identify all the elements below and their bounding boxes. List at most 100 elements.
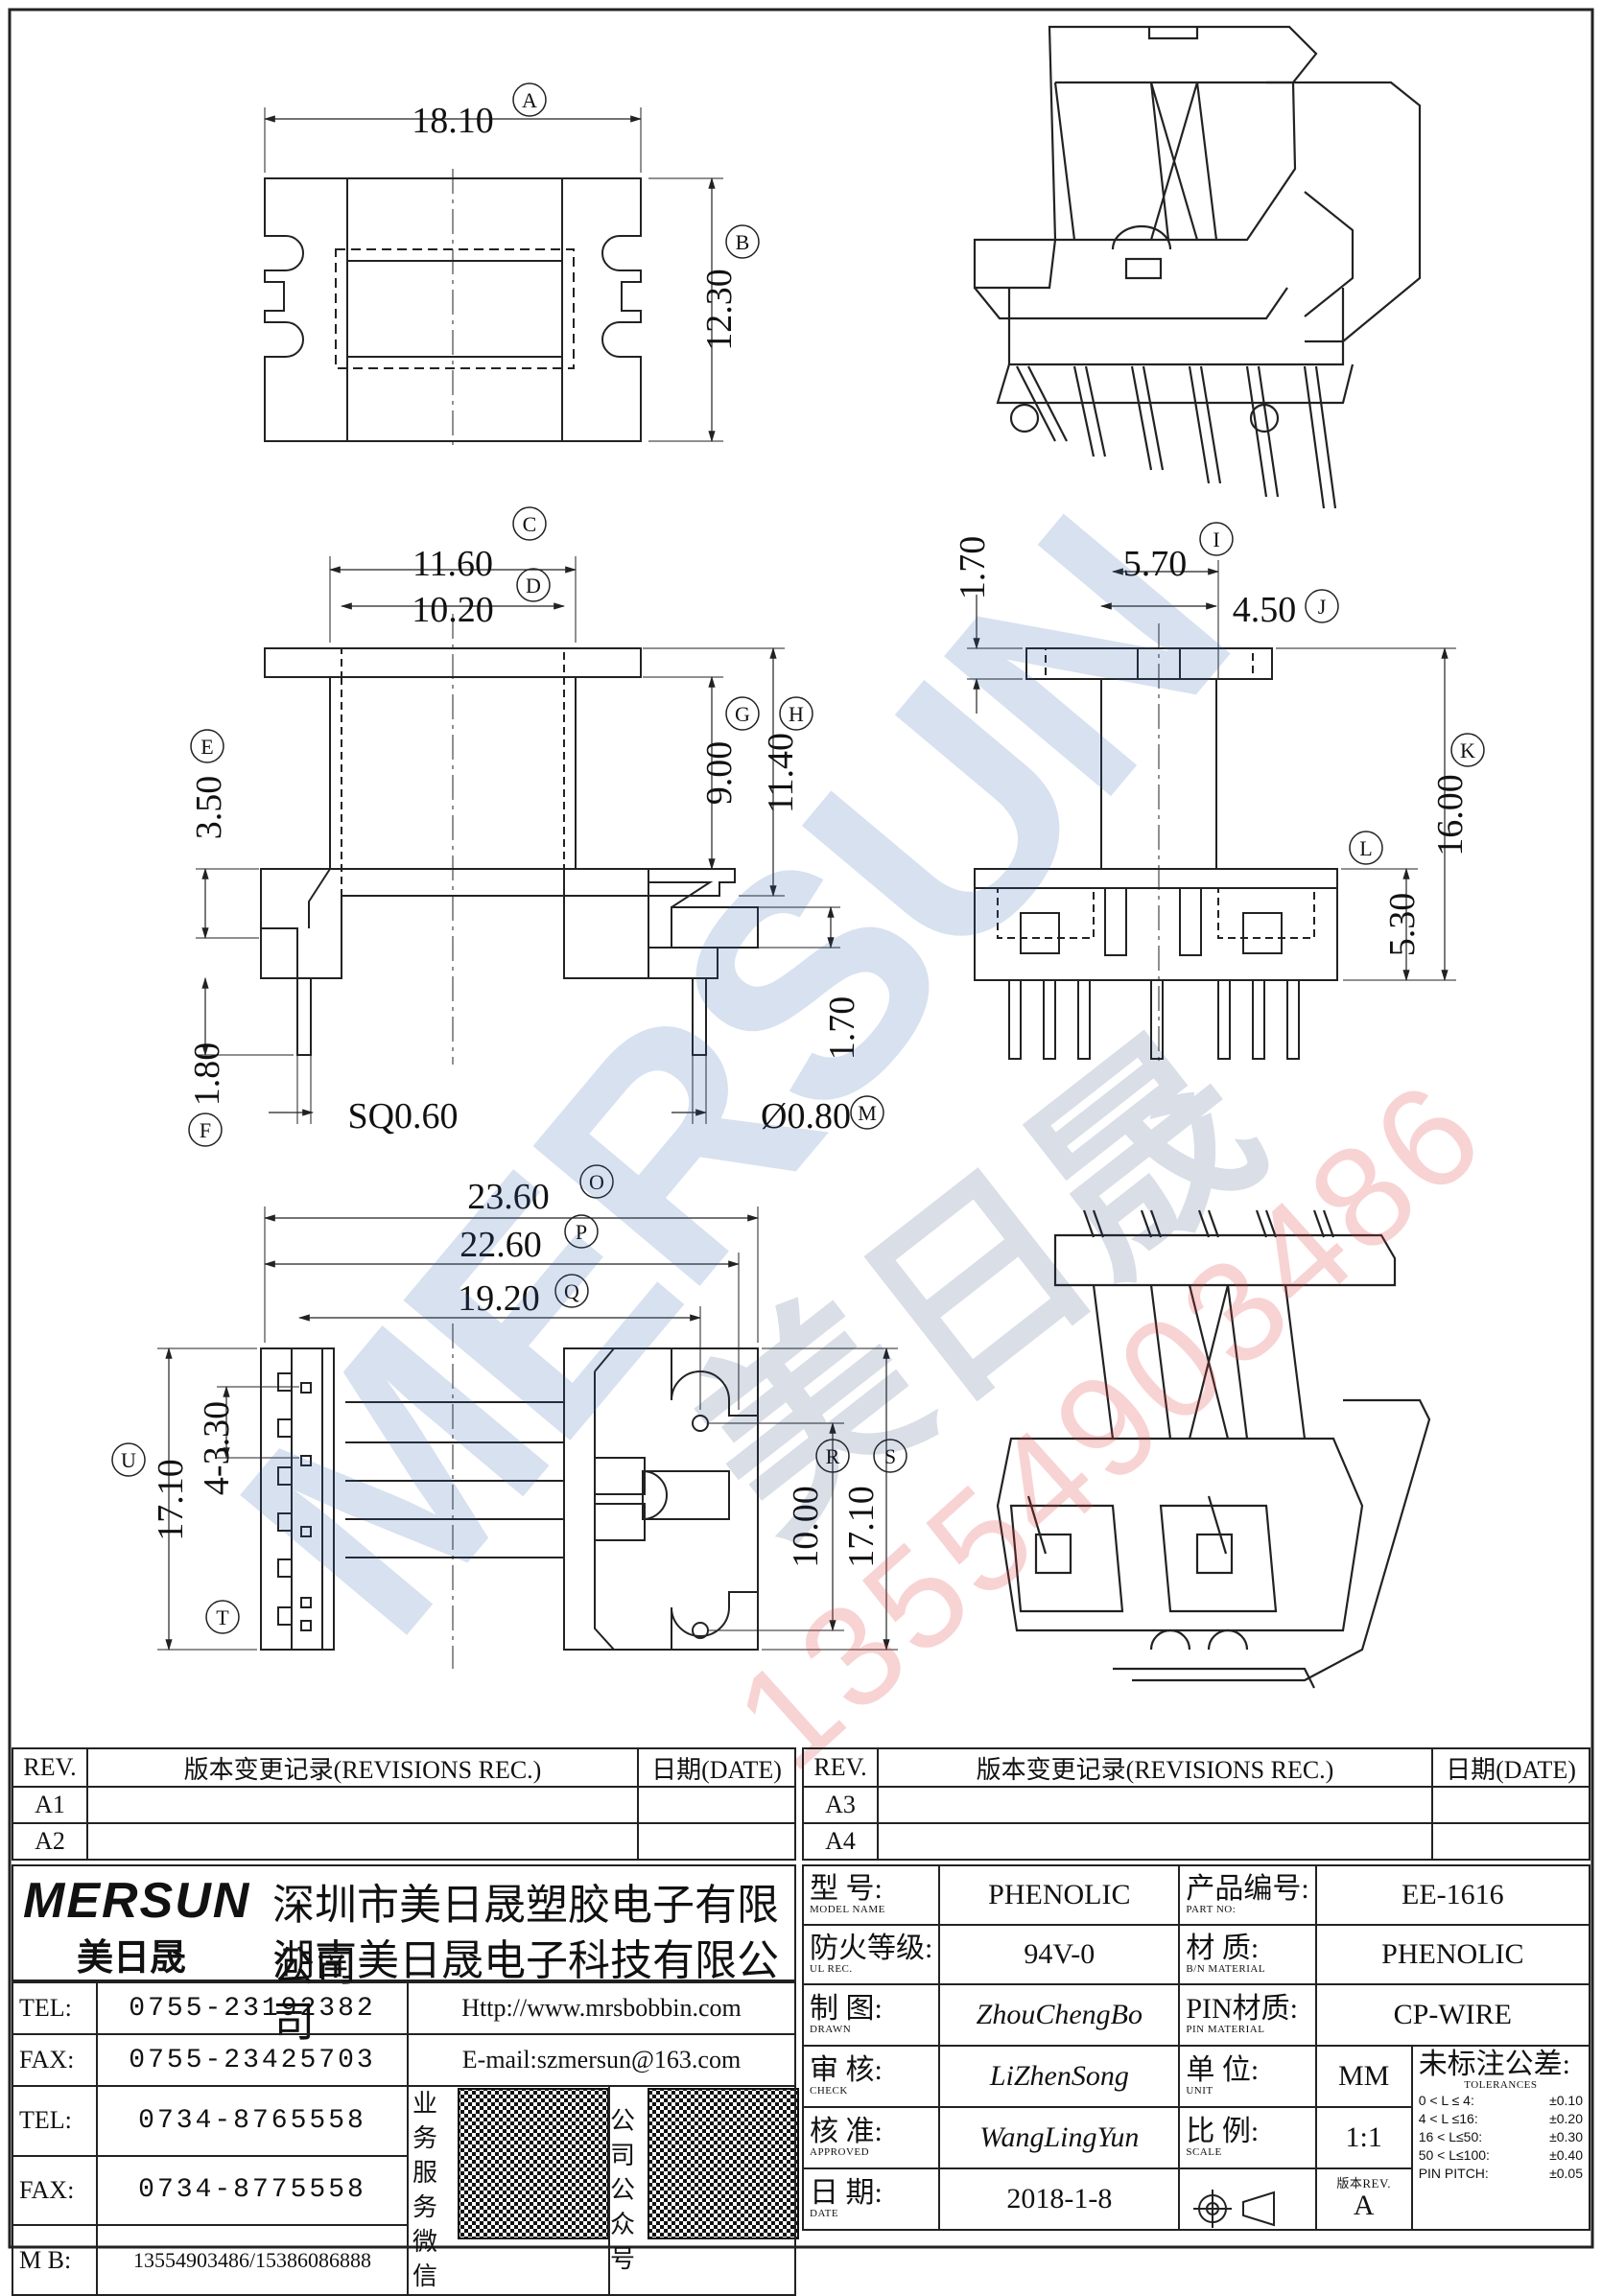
svg-text:J: J <box>1318 595 1327 619</box>
callout-i: I <box>1199 522 1234 556</box>
dimension-q: 19.20 <box>458 1278 540 1319</box>
part-label: 产品编号: <box>1186 1872 1309 1905</box>
rev-row: A3 <box>802 1786 879 1824</box>
svg-text:M: M <box>858 1101 877 1125</box>
dimension-d: 10.20 <box>412 590 494 630</box>
ul-value: 94V-0 <box>938 1924 1181 1985</box>
callout-b: B <box>725 224 760 259</box>
contact-table: TEL: 0755-23192382 Http://www.mrsbobbin.… <box>12 1981 796 2296</box>
svg-text:T: T <box>216 1605 229 1629</box>
svg-text:U: U <box>121 1448 136 1472</box>
website-link[interactable]: Http://www.mrsbobbin.com <box>407 1981 796 2035</box>
dimension-l: 5.30 <box>1382 893 1423 957</box>
callout-g: G <box>725 696 760 731</box>
callout-m: M <box>850 1095 884 1130</box>
callout-o: O <box>579 1164 614 1199</box>
company-block: MERSUN 美日晟 深圳市美日晟塑胶电子有限公司 湖南美日晟电子科技有限公司 <box>12 1864 796 2047</box>
tel-label: TEL: <box>12 2085 98 2157</box>
scale-label: 比 例: <box>1186 2115 1260 2147</box>
callout-k: K <box>1450 733 1485 767</box>
dimension-a: 18.10 <box>412 101 494 141</box>
dimension-t: 4-3.30 <box>197 1401 237 1495</box>
rev-record-header: 版本变更记录(REVISIONS REC.) <box>86 1747 639 1788</box>
drawn-by: ZhouChengBo <box>938 1983 1181 2047</box>
dimension-r: 10.00 <box>786 1486 826 1568</box>
dimension-h: 11.40 <box>761 733 801 813</box>
checked-by: LiZhenSong <box>938 2045 1181 2108</box>
callout-e: E <box>190 729 224 763</box>
rev-date-header: 日期(DATE) <box>637 1747 796 1788</box>
rev-record-header: 版本变更记录(REVISIONS REC.) <box>877 1747 1433 1788</box>
svg-text:S: S <box>884 1444 896 1468</box>
svg-text:A: A <box>522 88 537 112</box>
rev-row: A1 <box>12 1786 88 1824</box>
mobile-numbers: 13554903486/15386086888 <box>96 2224 409 2296</box>
isometric-view-top <box>973 25 1422 509</box>
dimension-m: Ø0.80 <box>761 1096 851 1136</box>
check-label: 审 核: <box>810 2053 883 2086</box>
rev-date-header: 日期(DATE) <box>1431 1747 1590 1788</box>
callout-f: F <box>188 1113 223 1147</box>
unit-label: 单 位: <box>1186 2053 1260 2086</box>
svg-text:L: L <box>1359 836 1372 860</box>
svg-text:G: G <box>735 702 750 726</box>
dimension-s: 17.10 <box>841 1486 882 1568</box>
callout-q: Q <box>554 1274 589 1308</box>
svg-text:C: C <box>523 512 537 536</box>
revision-table-left: REV. 版本变更记录(REVISIONS REC.) 日期(DATE) A1 … <box>12 1747 796 1861</box>
email-link[interactable]: E-mail:szmersun@163.com <box>407 2033 796 2087</box>
qr2-label: 公司公众号 <box>610 2107 636 2274</box>
dimension-b: 12.30 <box>699 269 740 351</box>
dimension-j-57: 5.70 <box>1123 544 1188 584</box>
svg-text:K: K <box>1460 738 1475 762</box>
part-no: EE-1616 <box>1314 1864 1591 1926</box>
svg-text:P: P <box>576 1220 587 1244</box>
callout-s: S <box>873 1439 907 1473</box>
bottom-view <box>260 1324 759 1669</box>
tolerance-row: 16 < L≤50:±0.30 <box>1418 2129 1583 2144</box>
callout-p: P <box>564 1214 599 1249</box>
dimension-g: 9.00 <box>699 741 740 806</box>
side-view <box>974 623 1338 1065</box>
pin-material-value: CP-WIRE <box>1314 1983 1591 2047</box>
callout-l: L <box>1349 831 1383 865</box>
drawn-label: 制 图: <box>810 1992 883 2025</box>
dimension-top-17: 1.70 <box>953 536 993 600</box>
company-logo: MERSUN <box>23 1873 251 1929</box>
material-label: 材 质: <box>1186 1932 1260 1964</box>
dimension-u: 17.10 <box>151 1459 191 1541</box>
unit-value: MM <box>1314 2045 1413 2108</box>
company-logo-cn: 美日晟 <box>77 1936 187 1979</box>
rev-header: REV. <box>12 1747 88 1788</box>
svg-text:H: H <box>789 702 804 726</box>
dimension-k: 16.00 <box>1430 774 1471 856</box>
mobile-label: M B: <box>12 2224 98 2296</box>
tel-2: 0734-8765558 <box>96 2085 409 2157</box>
fax-1: 0755-23425703 <box>96 2033 409 2087</box>
callout-j: J <box>1305 589 1339 623</box>
callout-h: H <box>779 696 813 731</box>
company-name-1: 深圳市美日晟塑胶电子有限公司 <box>272 1881 779 1991</box>
svg-text:F: F <box>200 1118 211 1142</box>
dimension-i: SQ0.60 <box>347 1096 458 1136</box>
tolerance-label: 未标注公差: <box>1418 2049 1571 2080</box>
fax-2: 0734-8775558 <box>96 2154 409 2227</box>
model-label: 型 号: <box>810 1872 883 1905</box>
dimension-p: 22.60 <box>459 1225 542 1265</box>
version-label: 版本REV. <box>1336 2175 1391 2191</box>
date-value: 2018-1-8 <box>938 2167 1181 2231</box>
svg-text:D: D <box>526 574 541 597</box>
model-value: PHENOLIC <box>938 1864 1181 1926</box>
qr1-label: 业务服务微信 <box>412 2090 437 2291</box>
top-view <box>264 169 642 451</box>
version-value: A <box>1353 2189 1375 2221</box>
ul-label: 防火等级: <box>810 1932 933 1964</box>
dimension-c: 11.60 <box>412 544 493 584</box>
date-label: 日 期: <box>810 2176 883 2209</box>
svg-text:R: R <box>826 1444 840 1468</box>
svg-text:O: O <box>589 1170 604 1194</box>
callout-a: A <box>512 82 547 117</box>
tel-1: 0755-23192382 <box>96 1981 409 2035</box>
revision-table-right: REV. 版本变更记录(REVISIONS REC.) 日期(DATE) A3 … <box>802 1747 1590 1861</box>
